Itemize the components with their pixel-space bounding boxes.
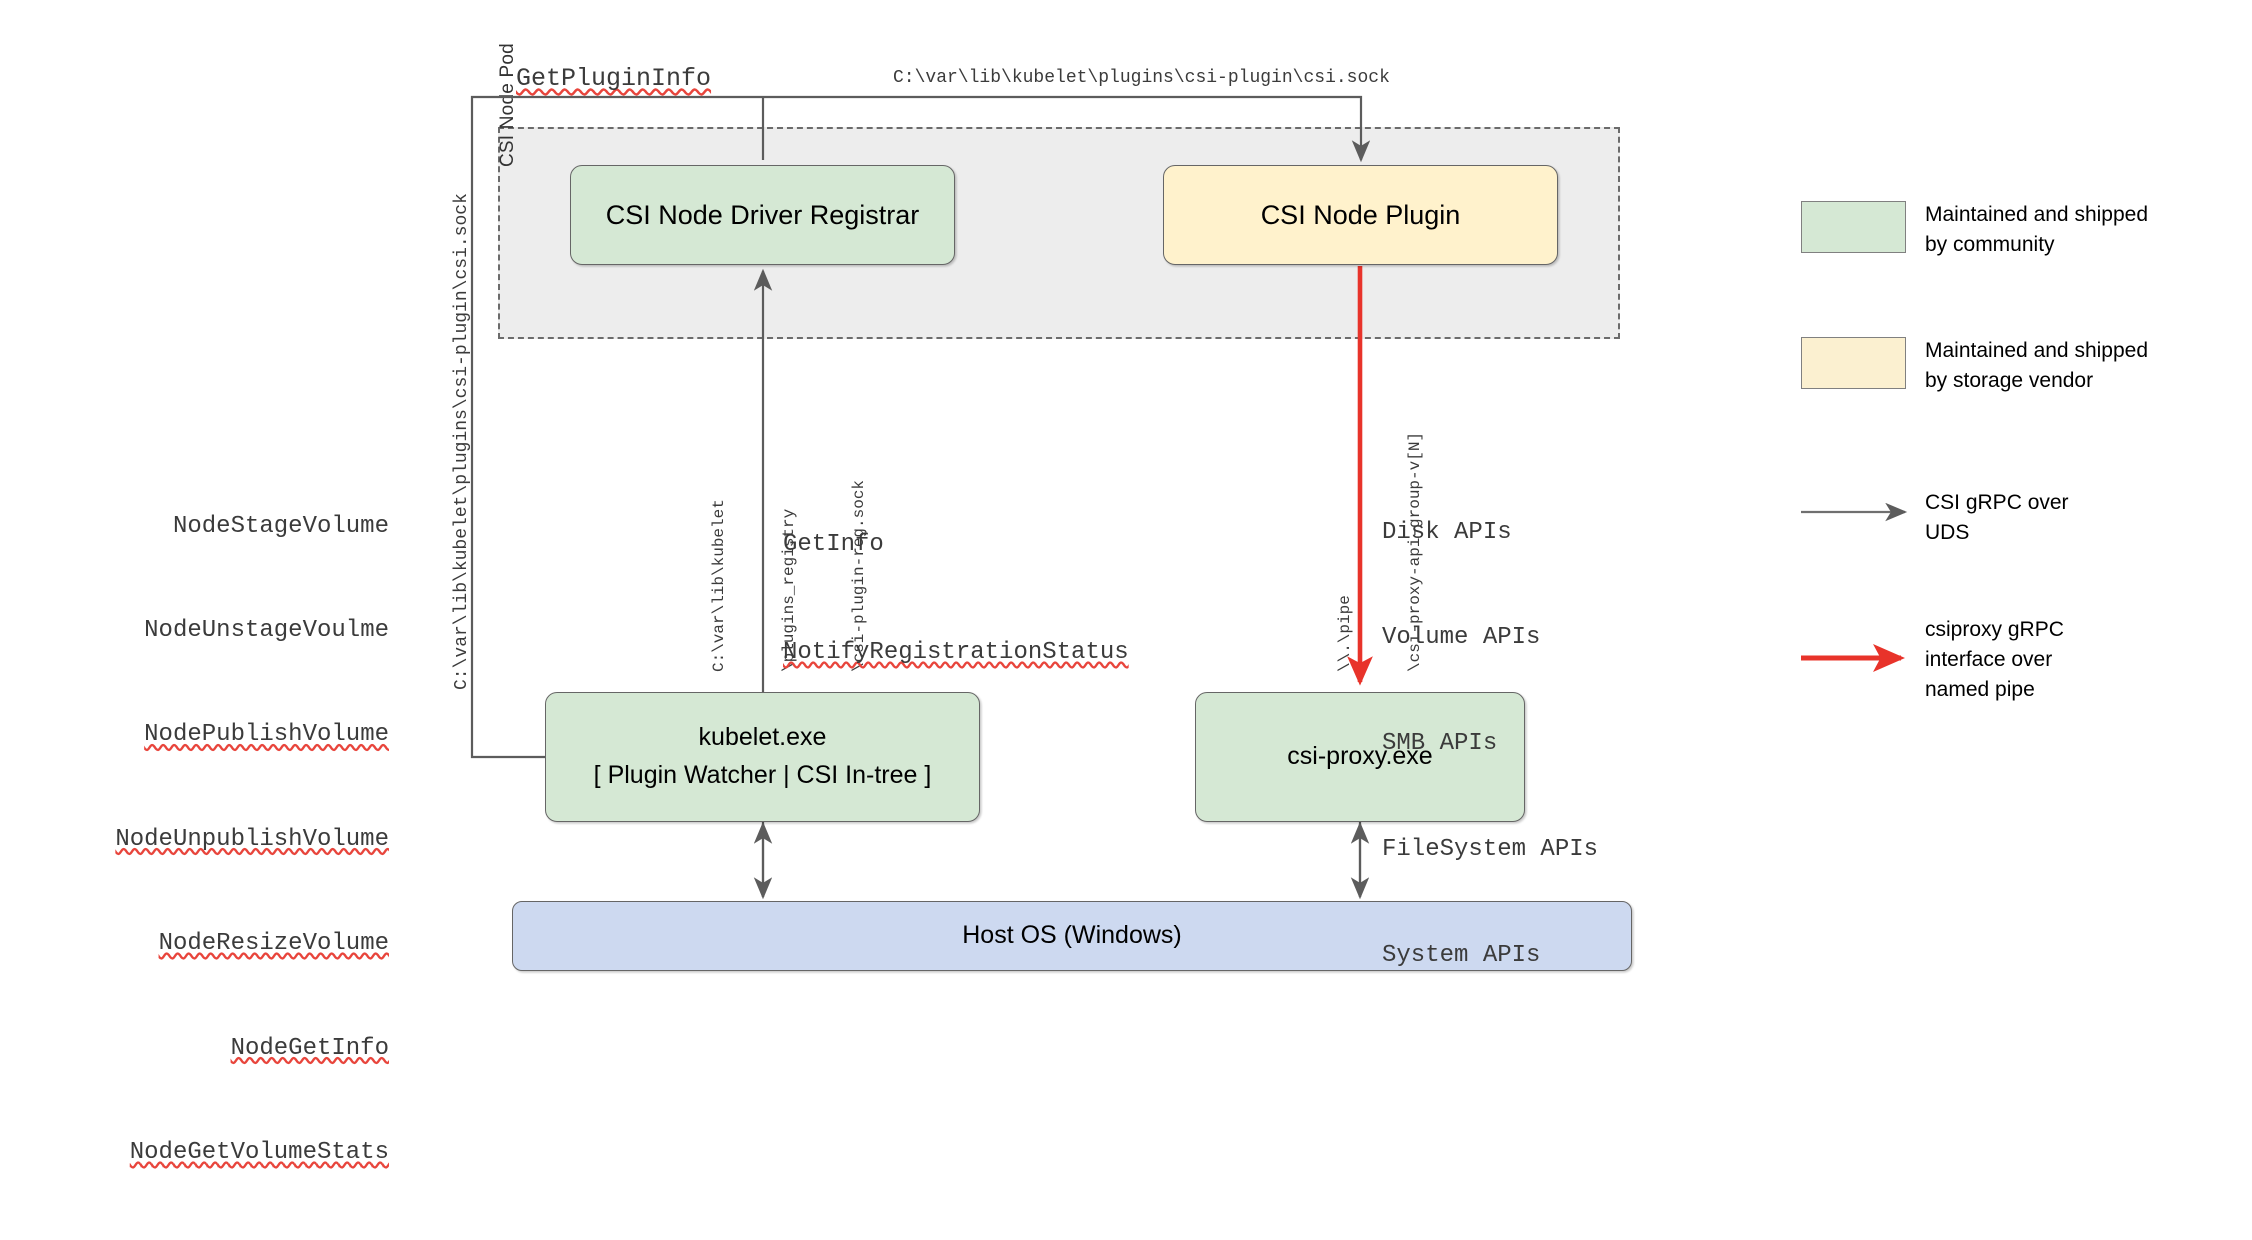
csi-proxy-api-filesystem: FileSystem APIs [1382,835,1599,863]
csi-proxy-api-volume: Volume APIs [1382,624,1541,652]
legend-label-storage-vendor-line-2: by storage vendor [1925,368,2094,392]
edge-label-csi-sock-top: C:\var\lib\kubelet\plugins\csi-plugin\cs… [893,68,1390,88]
box-csi-node-driver-registrar[interactable]: CSI Node Driver Registrar [570,165,955,265]
node-call-node-publish-volume: NodePublishVolume [144,721,389,749]
csi-proxy-api-disk: Disk APIs [1382,518,1512,546]
node-call-node-unstage-volume: NodeUnstageVoulme [144,616,389,644]
registration-call-notify-registration-status: NotifyRegistrationStatus [783,639,1129,666]
csi-proxy-api-smb: SMB APIs [1382,730,1498,758]
list-node-service-calls: NodeStageVolume NodeUnstageVoulme NodePu… [104,440,389,1240]
legend-label-csi-grpc-uds: CSI gRPC over UDS [1925,488,2245,548]
edge-label-registration-calls: GetInfo NotifyRegistrationStatus [783,455,1129,743]
box-kubelet-exe-label: kubelet.exe [698,723,827,752]
box-csi-proxy-exe-label: csi-proxy.exe [1287,742,1433,771]
diagram-canvas: CSI Node Pod [115,43,2245,1166]
legend-label-community-line-1: Maintained and shipped [1925,203,2149,226]
registration-socket-line-1: C:\var\lib\kubelet [710,499,729,672]
box-csi-node-driver-registrar-label: CSI Node Driver Registrar [605,199,920,230]
list-csi-proxy-apis: Disk APIs Volume APIs SMB APIs FileSyste… [1382,444,1598,1044]
legend-label-csiproxy-named-pipe-line-1: csiproxy gRPC [1925,618,2064,641]
legend-label-community-line-2: by community [1925,232,2055,256]
legend-swatch-storage-vendor [1801,337,1906,389]
edge-label-get-plugin-info: GetPluginInfo [516,64,712,93]
legend-label-storage-vendor-line-1: Maintained and shipped [1925,339,2149,362]
legend-label-csiproxy-named-pipe-line-3: named pipe [1925,677,2035,701]
edge-label-csi-sock-left: C:\var\lib\kubelet\plugins\csi-plugin\cs… [452,193,472,690]
node-call-node-get-info: NodeGetInfo [230,1034,389,1062]
legend-label-storage-vendor: Maintained and shipped by storage vendor [1925,336,2245,396]
csi-proxy-api-system: System APIs [1382,941,1541,969]
box-kubelet-exe-sublabel: [ Plugin Watcher | CSI In-tree ] [593,761,932,789]
named-pipe-line-1: \\.\pipe [1336,595,1355,672]
legend-label-csi-grpc-uds-line-2: UDS [1925,520,1970,544]
legend-label-csiproxy-named-pipe: csiproxy gRPC interface over named pipe [1925,615,2245,704]
node-call-node-stage-volume: NodeStageVolume [172,512,389,540]
legend-label-csi-grpc-uds-line-1: CSI gRPC over [1925,491,2069,514]
box-csi-node-plugin[interactable]: CSI Node Plugin [1163,165,1558,265]
registration-call-get-info: GetInfo [783,531,884,558]
box-host-os[interactable]: Host OS (Windows) [512,901,1632,971]
node-call-node-get-volume-stats: NodeGetVolumeStats [129,1138,389,1166]
node-call-node-resize-volume: NodeResizeVolume [158,930,389,958]
box-csi-proxy-exe[interactable]: csi-proxy.exe [1195,692,1525,822]
box-csi-node-plugin-label: CSI Node Plugin [1260,199,1461,230]
legend-label-csiproxy-named-pipe-line-2: interface over [1925,647,2053,671]
node-call-node-unpublish-volume: NodeUnpublishVolume [115,825,389,853]
box-host-os-label: Host OS (Windows) [962,921,1182,950]
legend-swatch-community [1801,201,1906,253]
box-kubelet-exe[interactable]: kubelet.exe [ Plugin Watcher | CSI In-tr… [545,692,980,822]
legend-label-community: Maintained and shipped by community [1925,200,2245,260]
csi-node-pod-label: CSI Node Pod [497,43,518,167]
